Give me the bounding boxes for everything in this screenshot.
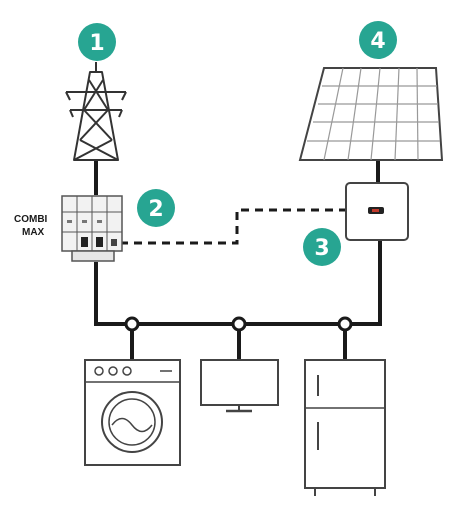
combi-max-device-icon <box>61 195 123 262</box>
junction-node-fridge <box>337 316 353 332</box>
badge-grid: 1 <box>78 23 116 61</box>
svg-text:4: 4 <box>370 29 385 54</box>
badge-combi-max: 2 <box>137 189 175 227</box>
svg-text:3: 3 <box>314 236 329 261</box>
badge-solar-panel: 4 <box>359 21 397 59</box>
monitor-icon <box>200 359 279 413</box>
svg-text:2: 2 <box>148 197 163 222</box>
transmission-tower-icon <box>65 62 127 161</box>
junction-node-monitor <box>231 316 247 332</box>
combi-max-label-line1: COMBI <box>14 214 48 225</box>
junction-node-washer <box>124 316 140 332</box>
refrigerator-icon <box>304 359 386 496</box>
solar-panel-icon <box>298 67 444 161</box>
inverter-icon <box>345 182 409 241</box>
washing-machine-icon <box>84 359 181 466</box>
badge-inverter: 3 <box>303 228 341 266</box>
junction-nodes <box>124 316 353 332</box>
svg-text:1: 1 <box>89 31 104 56</box>
communication-line <box>120 208 346 245</box>
combi-max-label-line2: MAX <box>22 227 45 238</box>
